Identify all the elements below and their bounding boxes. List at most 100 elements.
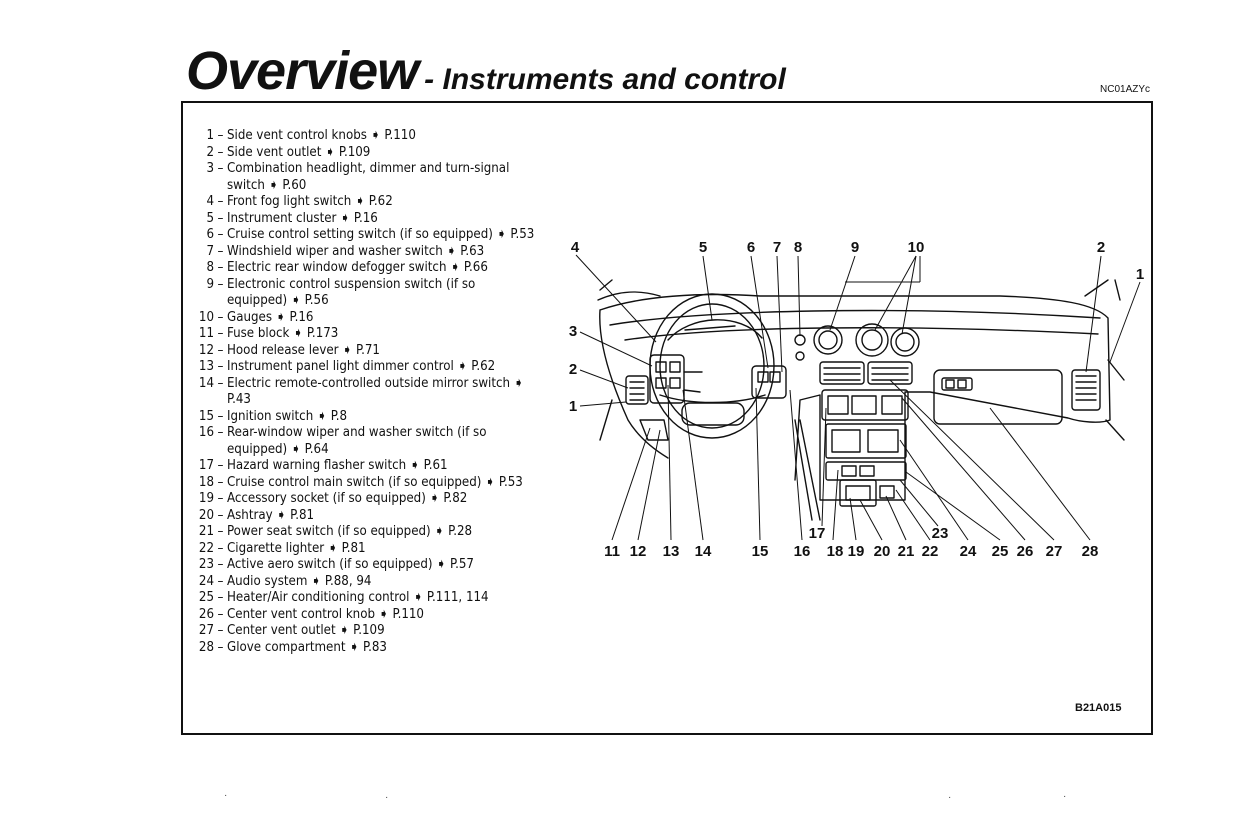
legend-item: 2–Side vent outlet ➧ P.109 — [194, 145, 539, 162]
callout-number: 11 — [604, 543, 620, 560]
legend-item: 20–Ashtray ➧ P.81 — [194, 508, 539, 525]
legend-item-dash: – — [217, 227, 224, 242]
legend-item-number: 12 — [198, 342, 214, 358]
callout-number: 16 — [794, 543, 811, 560]
callout-number: 24 — [960, 543, 977, 560]
callout-number: 10 — [908, 239, 925, 256]
ashtray — [839, 479, 877, 507]
callout-number: 19 — [848, 543, 865, 560]
callout-number: 20 — [874, 543, 891, 560]
legend-item-dash: – — [217, 210, 224, 226]
callout-number: 5 — [699, 239, 707, 256]
legend-item-text: Combination headlight, dimmer and turn-s… — [227, 161, 510, 193]
legend-item-number: 4 — [206, 194, 214, 209]
callout-number: 1 — [1136, 266, 1144, 283]
legend-item-dash: – — [217, 260, 224, 275]
callout-number: 8 — [794, 239, 802, 256]
legend-item-text: Windshield wiper and washer switch ➧ P.6… — [227, 243, 485, 259]
content-frame — [181, 101, 1153, 735]
legend-item-dash: – — [217, 507, 224, 523]
legend-item-number: 22 — [198, 540, 214, 556]
gauge-3 — [890, 327, 920, 357]
callout-number: 13 — [663, 543, 680, 560]
callout-number: 26 — [1017, 543, 1034, 560]
legend-item: 5–Instrument cluster ➧ P.16 — [194, 211, 539, 228]
legend-item-text: Cruise control setting switch (if so equ… — [227, 227, 535, 242]
legend-item-dash: – — [217, 144, 224, 160]
legend-item: 8–Electric rear window defogger switch ➧… — [194, 260, 539, 277]
legend-item: 18–Cruise control main switch (if so equ… — [194, 475, 539, 492]
left-side-vent — [625, 375, 649, 405]
legend-item-dash: – — [217, 425, 224, 440]
legend-item: 17–Hazard warning flasher switch ➧ P.61 — [194, 458, 539, 475]
legend-item-text: Ashtray ➧ P.81 — [227, 507, 315, 523]
legend-item-number: 19 — [198, 491, 214, 506]
legend-item: 14–Electric remote-controlled outside mi… — [194, 376, 539, 409]
legend-item-text: Instrument cluster ➧ P.16 — [227, 210, 378, 226]
instrument-cluster — [667, 319, 763, 341]
callout-number: 2 — [569, 361, 577, 378]
callout-number: 18 — [827, 543, 844, 560]
callout-number: 23 — [932, 525, 949, 542]
legend-item: 9–Electronic control suspension switch (… — [194, 277, 539, 310]
legend-item-text: Side vent outlet ➧ P.109 — [227, 144, 371, 160]
legend-item-dash: – — [217, 128, 224, 143]
legend-item-text: Center vent outlet ➧ P.109 — [227, 623, 385, 638]
legend-item: 21–Power seat switch (if so equipped) ➧ … — [194, 524, 539, 541]
legend-item-dash: – — [217, 573, 224, 589]
figure-code: B21A015 — [1075, 702, 1122, 714]
legend-item: 19–Accessory socket (if so equipped) ➧ P… — [194, 491, 539, 508]
callout-number: 12 — [630, 543, 647, 560]
legend-item-number: 14 — [198, 375, 214, 391]
legend-item: 23–Active aero switch (if so equipped) ➧… — [194, 557, 539, 574]
legend-item: 12–Hood release lever ➧ P.71 — [194, 343, 539, 360]
legend-item-text: Front fog light switch ➧ P.62 — [227, 194, 393, 209]
title-subtitle: - Instruments and control — [424, 63, 786, 96]
legend-item-text: Power seat switch (if so equipped) ➧ P.2… — [227, 524, 473, 539]
callout-number: 27 — [1046, 543, 1063, 560]
gauge-1 — [813, 325, 843, 355]
scan-speck: · — [1063, 791, 1067, 802]
callout-number: 21 — [898, 543, 915, 560]
center-vent-right — [867, 361, 913, 385]
legend-item-number: 24 — [198, 573, 214, 589]
legend-item-text: Audio system ➧ P.88, 94 — [227, 573, 372, 589]
legend-item-dash: – — [217, 309, 224, 325]
legend-item-dash: – — [217, 524, 224, 539]
legend-item: 11–Fuse block ➧ P.173 — [194, 326, 539, 343]
legend-item-number: 27 — [198, 623, 214, 638]
callout-number: 14 — [695, 543, 712, 560]
legend-item-text: Gauges ➧ P.16 — [227, 309, 314, 325]
dashboard-outline — [599, 293, 1111, 501]
callout-number: 3 — [569, 323, 577, 340]
legend-item: 26–Center vent control knob ➧ P.110 — [194, 607, 539, 624]
legend-item-number: 20 — [198, 507, 214, 523]
legend-item-dash: – — [217, 458, 224, 473]
legend-item: 24–Audio system ➧ P.88, 94 — [194, 574, 539, 591]
legend-item-number: 13 — [198, 359, 214, 374]
legend-item-text: Hood release lever ➧ P.71 — [227, 342, 380, 358]
page-title: Overview- Instruments and control — [186, 40, 786, 102]
legend-item-dash: – — [217, 243, 224, 259]
legend-item-number: 17 — [198, 458, 214, 473]
combination-switch — [649, 354, 685, 404]
callout-number: 25 — [992, 543, 1009, 560]
callout-number: 22 — [922, 543, 939, 560]
legend-item-number: 23 — [198, 557, 214, 572]
legend-item-text: Hazard warning flasher switch ➧ P.61 — [227, 458, 448, 473]
legend-item-text: Rear-window wiper and washer switch (if … — [227, 425, 487, 457]
legend-item-dash: – — [217, 623, 224, 638]
legend-item-number: 18 — [198, 474, 214, 490]
legend-item: 16–Rear-window wiper and washer switch (… — [194, 425, 539, 458]
legend-item: 22–Cigarette lighter ➧ P.81 — [194, 541, 539, 558]
legend-item-text: Electric rear window defogger switch ➧ P… — [227, 260, 488, 275]
legend-item-number: 21 — [198, 524, 214, 539]
legend-item-dash: – — [217, 408, 224, 424]
legend-item-dash: – — [217, 326, 224, 341]
legend-item-dash: – — [217, 540, 224, 556]
center-stack-upper — [821, 389, 909, 421]
legend-item-number: 3 — [206, 161, 214, 176]
legend-item-number: 26 — [198, 606, 214, 622]
gauge-2 — [855, 323, 889, 357]
